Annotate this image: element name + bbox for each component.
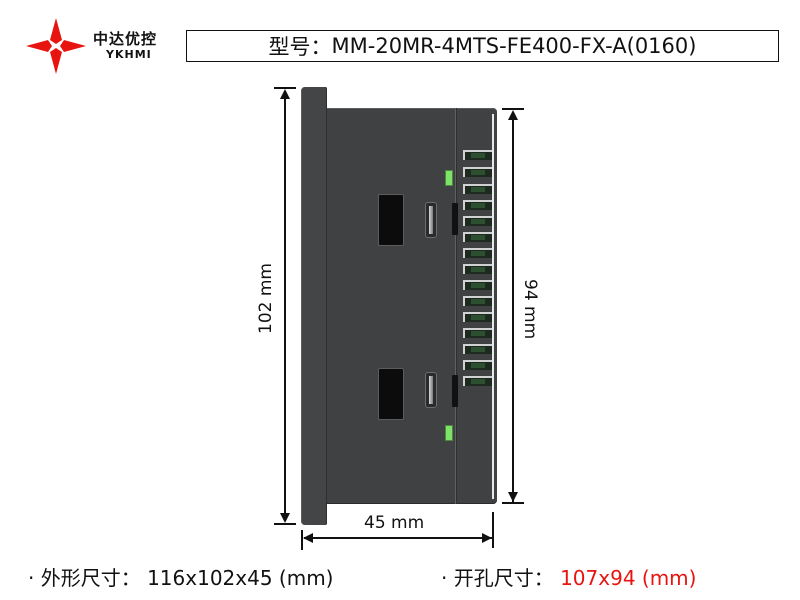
ethernet-port-lower — [378, 368, 404, 420]
bullet: · — [441, 566, 448, 590]
arrow-down-icon — [508, 492, 518, 502]
fin-edge — [492, 114, 494, 499]
bullet: · — [28, 566, 35, 590]
arrow-right-icon — [482, 533, 492, 543]
dim-94-label: 94 mm — [520, 279, 540, 340]
spec-outer-value: 116x102x45 (mm) — [147, 566, 334, 590]
vent-fin — [463, 232, 493, 242]
vent-fin — [463, 360, 493, 370]
model-label: 型号： — [268, 35, 332, 59]
dim-102-tick-top — [274, 87, 296, 89]
dim-94-tick-top — [502, 108, 524, 110]
dim-45-line — [304, 537, 492, 539]
brand-name-en: YKHMI — [106, 48, 152, 61]
vent-fin — [463, 344, 493, 354]
dim-102-line — [284, 92, 286, 520]
arrow-up-icon — [280, 89, 290, 99]
vent-fin — [463, 328, 493, 338]
vent-fin — [463, 264, 493, 274]
spec-cutout-value: 107x94 (mm) — [560, 566, 697, 590]
side-notch-upper — [452, 203, 458, 235]
vent-fin — [463, 312, 493, 322]
dim-45-tick-right — [492, 512, 494, 548]
brand-name-cn: 中达优控 — [93, 30, 158, 48]
device-front-bezel — [301, 87, 327, 525]
usb-port-upper-icon — [425, 202, 437, 238]
spec-outer-size: · 外形尺寸： 116x102x45 (mm) — [28, 562, 333, 591]
vent-fin — [463, 167, 493, 177]
arrow-left-icon — [303, 533, 313, 543]
model-box: 型号： MM-20MR-4MTS-FE400-FX-A(0160) — [186, 30, 779, 62]
device-seam — [455, 108, 456, 504]
dim-102-tick-bottom — [274, 523, 296, 525]
vent-fin — [463, 296, 493, 306]
spec-outer-label: 外形尺寸： — [40, 566, 141, 590]
vent-fin — [463, 280, 493, 290]
logo-star-icon — [24, 16, 88, 76]
dim-45-tick-left — [301, 530, 303, 550]
arrow-up-icon — [508, 110, 518, 120]
ethernet-port-upper — [378, 194, 404, 246]
dim-94-tick-bottom — [502, 502, 524, 504]
spec-cutout-label: 开孔尺寸： — [453, 566, 554, 590]
device-seam-shadow — [456, 108, 457, 504]
usb-port-lower-icon — [425, 372, 437, 408]
vent-fin — [463, 216, 493, 226]
vent-fin — [463, 184, 493, 194]
dim-94-line — [512, 112, 514, 502]
side-notch-lower — [452, 375, 458, 407]
vent-fin — [463, 200, 493, 210]
vent-fin — [463, 150, 493, 160]
status-led-lower-icon — [445, 425, 453, 441]
dim-102-label: 102 mm — [256, 263, 276, 334]
vent-fin — [463, 376, 493, 386]
arrow-down-icon — [280, 513, 290, 523]
model-value: MM-20MR-4MTS-FE400-FX-A(0160) — [331, 34, 697, 58]
vent-fin — [463, 248, 493, 258]
status-led-upper-icon — [445, 170, 453, 186]
dim-45-label: 45 mm — [364, 513, 425, 533]
spec-cutout-size: · 开孔尺寸： 107x94 (mm) — [441, 562, 696, 591]
